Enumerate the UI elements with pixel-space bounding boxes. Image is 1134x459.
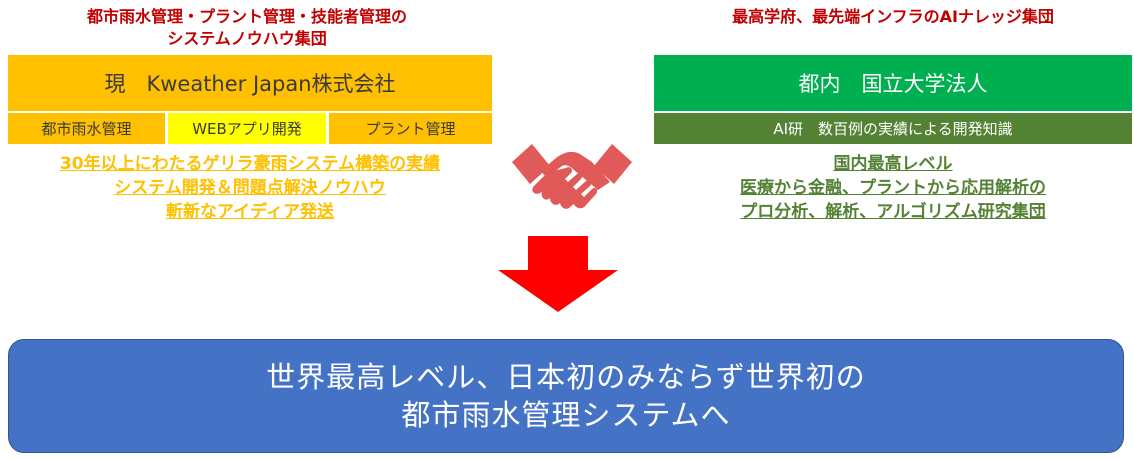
ai-lab-text: AI研 数百例の実績による開発知識 bbox=[773, 120, 1013, 138]
right-achievement-item: 国内最高レベル bbox=[833, 154, 953, 174]
tag-web-app-dev: WEBアプリ開発 bbox=[168, 113, 326, 144]
banner-line: 都市雨水管理システムへ bbox=[401, 398, 731, 432]
left-tags-row: 都市雨水管理 WEBアプリ開発 プラント管理 bbox=[8, 113, 492, 144]
left-achievements: 30年以上にわたるゲリラ豪雨システム構築の実績 システム開発＆問題点解決ノウハウ… bbox=[8, 152, 492, 224]
company-name: 現 Kweather Japan株式会社 bbox=[104, 72, 396, 96]
university-box: 都内 国立大学法人 bbox=[654, 55, 1132, 111]
right-achievement-item: 医療から金融、プラントから応用解析の bbox=[740, 178, 1046, 198]
ai-lab-box: AI研 数百例の実績による開発知識 bbox=[654, 113, 1132, 144]
left-title-line: 都市雨水管理・プラント管理・技能者管理の bbox=[86, 7, 407, 26]
left-achievement-item: 30年以上にわたるゲリラ豪雨システム構築の実績 bbox=[59, 154, 441, 174]
conclusion-banner: 世界最高レベル、日本初のみならず世界初の 都市雨水管理システムへ bbox=[8, 339, 1124, 453]
company-box: 現 Kweather Japan株式会社 bbox=[8, 55, 492, 111]
university-name: 都内 国立大学法人 bbox=[798, 72, 988, 96]
down-arrow-icon bbox=[498, 236, 618, 312]
left-title-line: システムノウハウ集団 bbox=[167, 29, 327, 48]
right-group-title: 最高学府、最先端インフラのAIナレッジ集団 bbox=[732, 7, 1054, 26]
left-achievement-item: 斬新なアイディア発送 bbox=[166, 202, 334, 222]
right-achievements: 国内最高レベル 医療から金融、プラントから応用解析の プロ分析、解析、アルゴリズ… bbox=[654, 152, 1132, 224]
tag-urban-rainwater: 都市雨水管理 bbox=[8, 113, 165, 144]
right-achievement-item: プロ分析、解析、アルゴリズム研究集団 bbox=[740, 202, 1046, 222]
left-group-title: 都市雨水管理・プラント管理・技能者管理の システムノウハウ集団 bbox=[8, 6, 486, 50]
left-achievement-item: システム開発＆問題点解決ノウハウ bbox=[114, 178, 386, 198]
banner-line: 世界最高レベル、日本初のみならず世界初の bbox=[266, 360, 866, 394]
tag-plant-management: プラント管理 bbox=[329, 113, 492, 144]
handshake-icon bbox=[512, 144, 632, 209]
